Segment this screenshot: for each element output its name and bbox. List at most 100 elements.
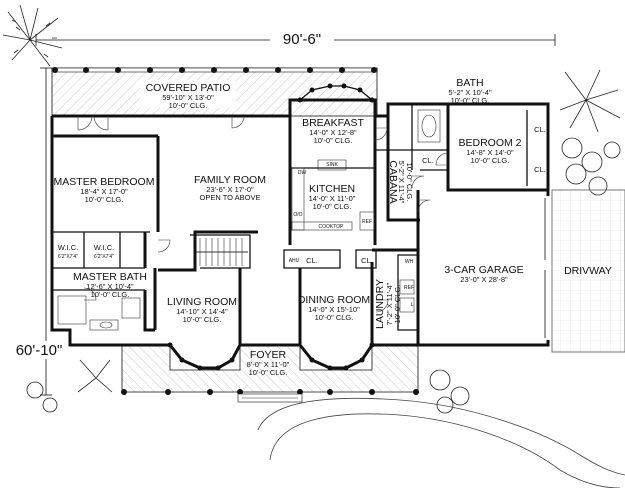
laundry-ceiling: 10'-0" CLG. (393, 285, 402, 324)
bath-name: BATH (456, 77, 483, 89)
dw-label: DW (298, 170, 307, 176)
room-garage: 3-CAR GARAGE 23'-0" X 28'-8" (444, 264, 523, 284)
front-porch (121, 344, 419, 403)
driveway: DRIVWAY (551, 189, 625, 353)
bath-size: 5'-2" X 10'-4" (448, 88, 492, 97)
room-wic-1: W.I.C. 6'2"X7'4" (58, 243, 78, 260)
hall-closet-label: CL. (306, 256, 318, 265)
garage-name: 3-CAR GARAGE (444, 264, 523, 276)
room-bath: BATH 5'-2" X 10'-4" 10'-0" CLG. (448, 77, 492, 105)
staircase (196, 238, 248, 266)
master-bath-name: MASTER BATH (73, 271, 147, 283)
interior-walls (52, 104, 548, 345)
hall-closet-2-label: CL. (361, 256, 373, 265)
foyer-ceiling: 10'-0" CLG. (249, 368, 288, 377)
bath-tub (417, 109, 441, 143)
living-room-bay (167, 342, 242, 371)
wic1-size: 6'2"X7'4" (58, 254, 78, 260)
master-shower (121, 297, 141, 319)
kitchen-counter-left (291, 167, 305, 231)
covered-patio-size: 59'-10" X 13'-0" (162, 93, 214, 102)
family-room-size: 23'-6" X 17'-0" (206, 185, 254, 194)
room-dining: DINING ROOM 14'-0" X 15'-10" 10'-0" CLG. (298, 294, 370, 322)
covered-patio-name: COVERED PATIO (146, 82, 231, 94)
ahu-label: AHU (289, 258, 300, 264)
living-room-ceiling: 10'-0" CLG. (183, 315, 222, 324)
kitchen-counter-bottom (291, 221, 353, 231)
breakfast-ceiling: 10'-0" CLG. (314, 136, 353, 145)
living-room-name: LIVING ROOM (167, 296, 237, 308)
walkway (257, 397, 625, 488)
sink (317, 159, 347, 171)
room-foyer: FOYER 8'-0" X 11'-0" 10'-0" CLG. (247, 349, 290, 377)
dining-room-name: DINING ROOM (298, 294, 370, 306)
room-kitchen: KITCHEN 14'-0" X 11'-0" 10'-0" CLG. (309, 183, 356, 211)
wh-label: WH (405, 259, 414, 265)
wic2-name: W.I.C. (94, 243, 114, 252)
breakfast-bay (297, 83, 375, 103)
master-bath-size: 12'-6" X 10'-4" (86, 282, 134, 291)
width-dimension-label: 90'-6" (283, 31, 321, 48)
master-bedroom-name: MASTER BEDROOM (54, 176, 155, 188)
shrubs-front (26, 359, 470, 414)
laundry-name: LAUNDRY (374, 279, 386, 329)
kitchen-size: 14'-0" X 11'-0" (309, 194, 356, 203)
breakfast-name: BREAKFAST (302, 117, 364, 129)
foyer-name: FOYER (250, 349, 287, 361)
living-room-size: 14'-10" X 14'-4" (176, 307, 228, 316)
master-bath-tub (57, 295, 87, 325)
cabana-ceiling: 10'-0" CLG. (405, 163, 414, 202)
master-bath-vanity (89, 319, 119, 331)
door-swings (77, 115, 449, 313)
closets: CL. CL. AHU CL. CL. CL. WH REF L (289, 125, 546, 308)
kitchen-fixtures: DW SINK O/O COOKTOP REF (291, 159, 375, 231)
dining-room-size: 14'-0" X 15'-10" (308, 305, 360, 314)
sink-label: SINK (326, 162, 338, 168)
bath-ceiling: 10'-0" CLG. (451, 96, 490, 105)
oven-label: O/O (293, 212, 302, 218)
ref-garage-label: REF (404, 285, 414, 291)
depth-dimension-label: 60'-10" (16, 342, 63, 359)
kitchen-name: KITCHEN (309, 183, 355, 195)
wic1-name: W.I.C. (58, 243, 78, 252)
garage-size: 23'-0" X 28'-8" (460, 275, 508, 284)
master-bedroom-ceiling: 10'-0" CLG. (85, 195, 124, 204)
width-dimension: 90'-6" (35, 30, 556, 48)
ref-label: REF (362, 219, 372, 225)
cabana-size: 5'-2" X 11'-4" (397, 161, 406, 204)
cooktop-label: COOKTOP (319, 224, 345, 230)
laundry-size: 7'-2" X 11'-4" (385, 282, 394, 325)
bedroom2-closet-1: CL. (534, 125, 546, 134)
room-living: LIVING ROOM 14'-10" X 14'-4" 10'-0" CLG. (167, 296, 237, 324)
family-room-name: FAMILY ROOM (194, 174, 266, 186)
room-master-bedroom: MASTER BEDROOM 18'-4" X 17'-0" 10'-0" CL… (54, 176, 155, 204)
shrubs-right (561, 137, 621, 196)
palm-tree-top-left (2, 4, 63, 67)
dining-room-ceiling: 10'-0" CLG. (315, 313, 354, 322)
bedroom2-ceiling: 10'-0" CLG. (471, 156, 510, 165)
garage-doors (544, 196, 550, 340)
covered-patio-ceiling: 10'-0" CLG. (169, 101, 208, 110)
foyer-size: 8'-0" X 11'-0" (247, 360, 290, 369)
master-bedroom-size: 18'-4" X 17'-0" (80, 187, 128, 196)
dining-room-bay (298, 342, 375, 371)
master-bath-ceiling: 10'-0" CLG. (91, 290, 130, 299)
covered-patio: COVERED PATIO 59'-10" X 13'-0" 10'-0" CL… (51, 67, 378, 117)
room-cabana: CABANA 5'-2" X 11'-4" 10'-0" CLG. (387, 160, 414, 203)
bath-fixtures (57, 109, 441, 331)
kitchen-ceiling: 10'-0" CLG. (313, 202, 352, 211)
dryer (399, 297, 415, 313)
room-breakfast: BREAKFAST 14'-0" X 12'-8" 10'-0" CLG. (302, 117, 364, 145)
bedroom2-name: BEDROOM 2 (458, 137, 521, 149)
cabana-closet: CL. (422, 156, 434, 165)
cabana-name: CABANA (387, 160, 399, 203)
room-bedroom2: BEDROOM 2 14'-8" X 14'-0" 10'-0" CLG. (458, 137, 521, 165)
driveway-label: DRIVWAY (564, 265, 612, 277)
depth-dimension: 60'-10" (8, 67, 70, 396)
refrigerator (359, 211, 375, 231)
palm-tree-right (559, 69, 621, 133)
washer (399, 279, 415, 295)
breakfast-size: 14'-0" X 12'-8" (309, 128, 357, 137)
bedroom2-closet-2: CL. (534, 165, 546, 174)
family-room-ceiling: OPEN TO ABOVE (200, 193, 261, 202)
